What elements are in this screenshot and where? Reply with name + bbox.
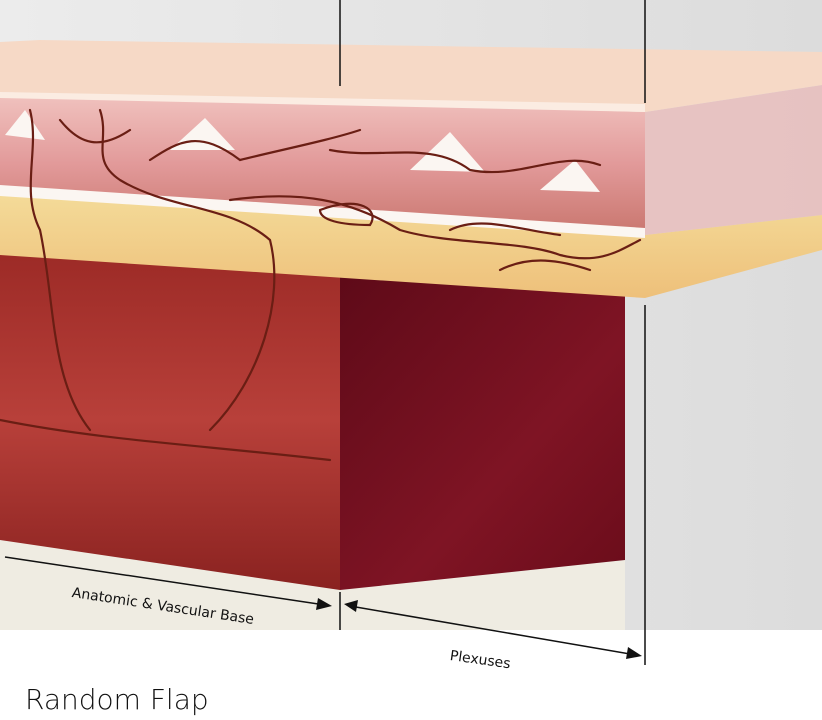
arrowhead-icon: [344, 600, 358, 612]
measurement-lines: [4, 0, 646, 665]
muscle-side-face: [340, 275, 625, 590]
arrowhead-icon: [626, 647, 642, 659]
page-title: Random Flap: [25, 683, 209, 716]
fat-layer: [0, 190, 822, 298]
base-tissue: [0, 540, 625, 630]
skin-side-face: [645, 85, 822, 235]
epidermis-top: [0, 40, 822, 112]
arrowhead-icon: [316, 598, 332, 610]
muscle-front-face: [0, 250, 340, 590]
blood-vessels: [0, 108, 642, 462]
